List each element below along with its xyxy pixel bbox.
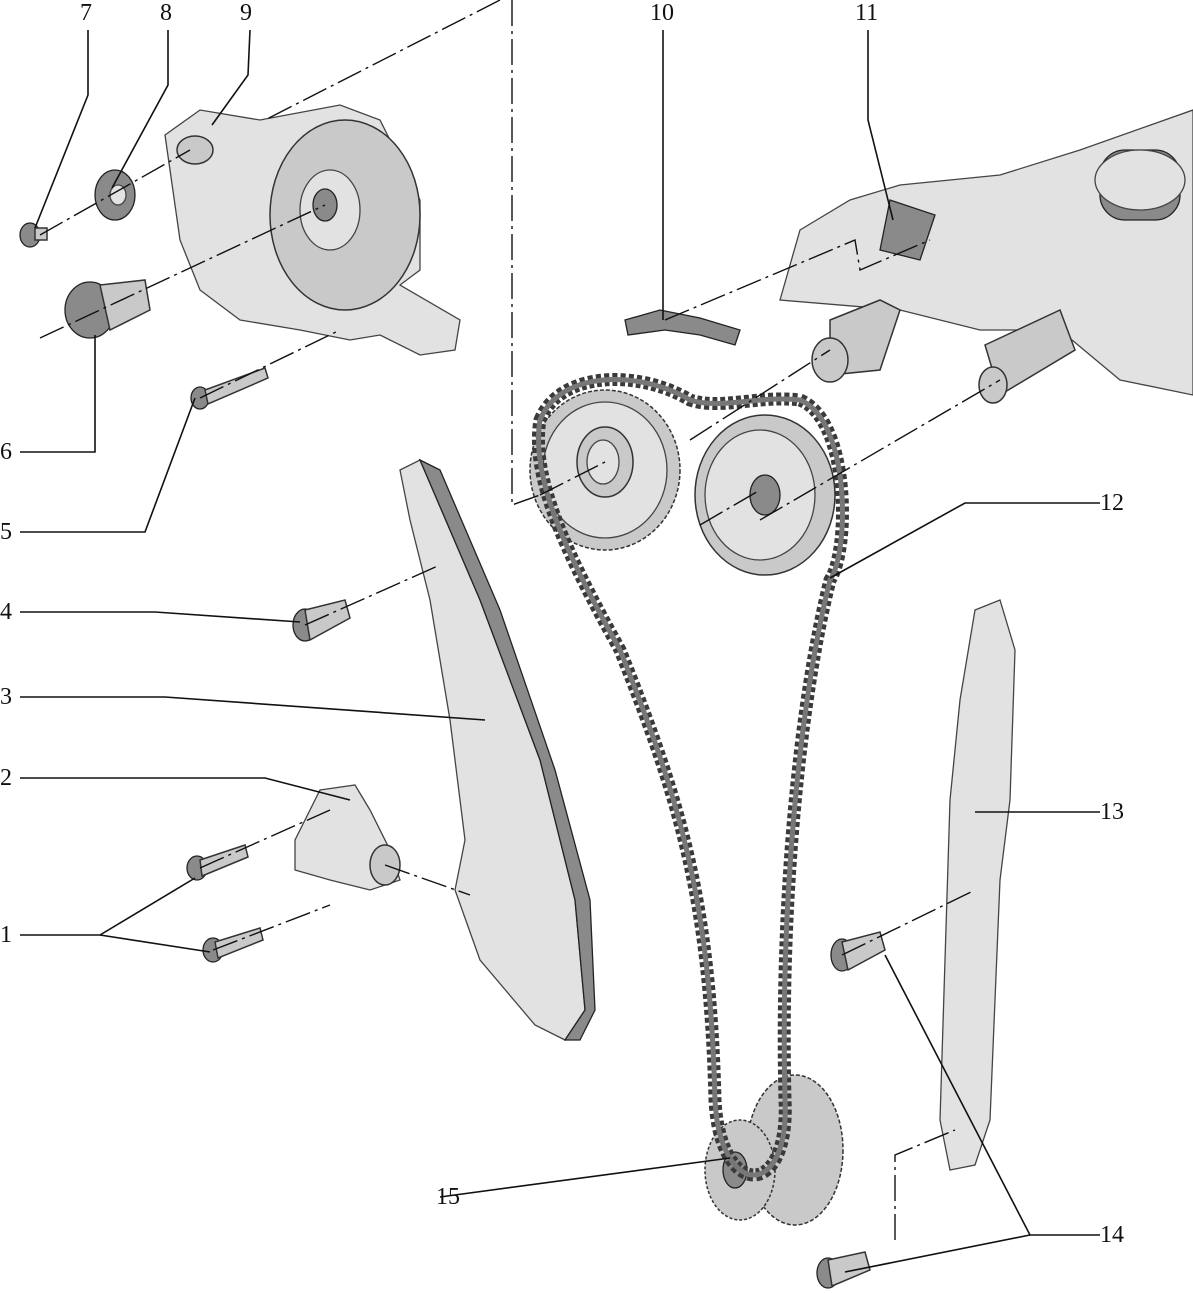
camshaft-seal-11: [879, 199, 936, 261]
callout-3: 3: [0, 684, 12, 710]
part-14-bolts: [816, 931, 886, 1289]
callout-15: 15: [436, 1184, 460, 1210]
callout-11: 11: [855, 0, 879, 26]
leader-lines: [20, 29, 1100, 1273]
part-12-timing-chain: [532, 373, 849, 1182]
part-6-plug: [64, 279, 151, 339]
callout-2: 2: [0, 765, 12, 791]
callout-1: 1: [0, 922, 12, 948]
callout-10: 10: [650, 0, 674, 26]
assembly-axes: [39, 0, 1001, 1240]
cylinder-head: [779, 109, 1193, 404]
part-7-bolt: [19, 222, 48, 248]
callout-13: 13: [1100, 799, 1124, 825]
part-9-housing: [164, 104, 461, 356]
callout-4: 4: [0, 599, 12, 625]
part-3-tensioner-rail: [399, 459, 586, 1041]
callout-7: 7: [80, 0, 92, 26]
part-4-bolt: [292, 599, 351, 642]
part-8-seal: [94, 169, 136, 221]
part-10-guide: [624, 309, 741, 346]
callout-5: 5: [0, 519, 12, 545]
callout-6: 6: [0, 439, 12, 465]
callout-14: 14: [1100, 1222, 1124, 1248]
camshaft-sprocket-intake: [529, 389, 681, 551]
part-5-bolt: [190, 367, 269, 410]
callout-8: 8: [160, 0, 172, 26]
callout-9: 9: [240, 0, 252, 26]
camshaft-sprocket-exhaust: [694, 414, 836, 576]
part-1-bolts: [186, 844, 264, 963]
callout-12: 12: [1100, 490, 1124, 516]
part-2-tensioner: [294, 784, 401, 891]
